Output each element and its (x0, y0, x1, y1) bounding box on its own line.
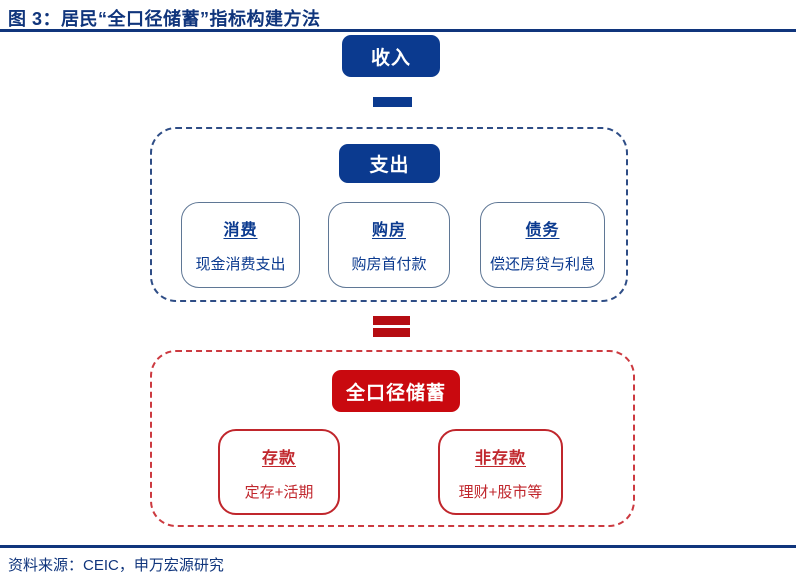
title-divider (0, 29, 796, 32)
card-deposit: 存款 定存+活期 (218, 429, 340, 515)
card-title: 消费 (223, 222, 258, 239)
expenditure-box: 支出 (339, 144, 440, 183)
card-title: 非存款 (474, 450, 526, 467)
minus-operator-icon (373, 97, 412, 107)
expenditure-group (150, 127, 628, 302)
card-desc: 理财+股市等 (458, 484, 543, 501)
card-desc: 定存+活期 (244, 484, 314, 501)
card-debt: 债务 偿还房贷与利息 (480, 202, 605, 288)
expenditure-label: 支出 (369, 155, 410, 176)
card-title: 债务 (525, 222, 560, 239)
card-title: 购房 (371, 222, 406, 239)
income-box: 收入 (342, 35, 440, 77)
card-consumption: 消费 现金消费支出 (181, 202, 300, 288)
savings-label: 全口径储蓄 (345, 382, 446, 404)
income-label: 收入 (370, 47, 411, 69)
card-non-deposit: 非存款 理财+股市等 (438, 429, 563, 515)
card-desc: 偿还房贷与利息 (489, 256, 595, 273)
card-desc: 现金消费支出 (195, 256, 286, 273)
source-note: 资料来源：CEIC，申万宏源研究 (8, 557, 224, 574)
equals-operator-icon (373, 316, 410, 337)
bottom-divider (0, 545, 796, 548)
figure-title: 图 3：居民“全口径储蓄”指标构建方法 (8, 9, 321, 29)
card-title: 存款 (261, 450, 296, 467)
savings-box: 全口径储蓄 (332, 370, 460, 412)
card-desc: 购房首付款 (351, 256, 427, 273)
card-house-purchase: 购房 购房首付款 (328, 202, 450, 288)
savings-group (150, 350, 635, 527)
equals-bar-top (373, 316, 410, 325)
equals-bar-bottom (373, 328, 410, 337)
